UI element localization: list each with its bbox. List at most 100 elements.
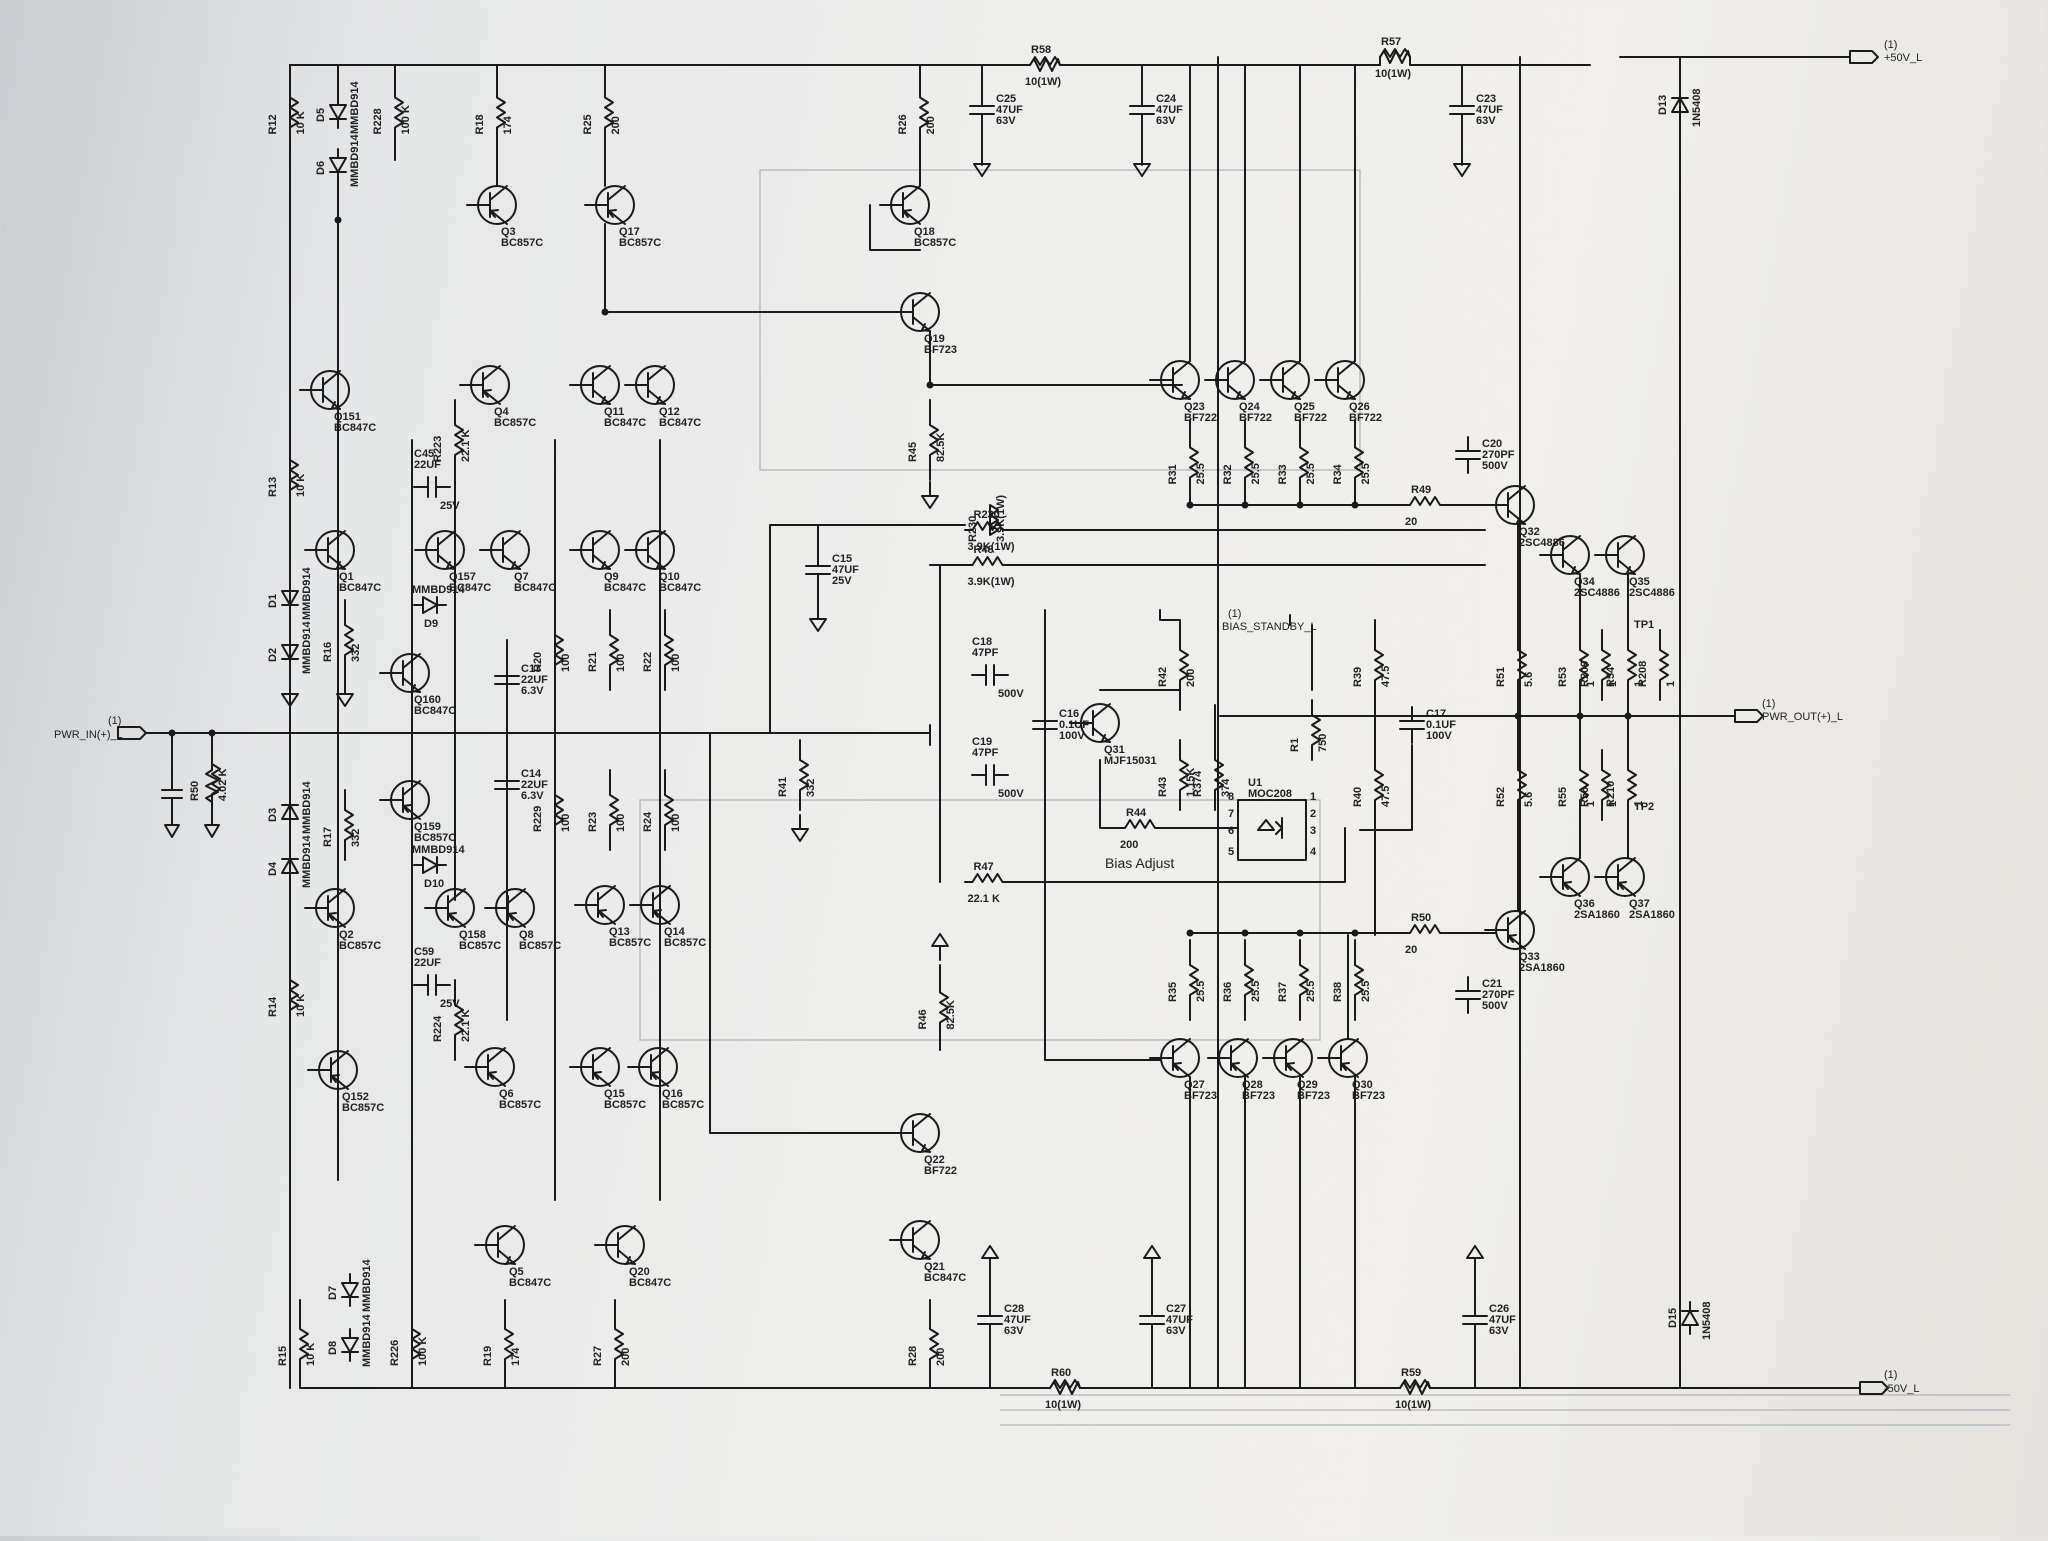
- resistor-value: 200: [610, 116, 622, 134]
- resistor-ref: R55: [1557, 787, 1569, 807]
- resistor-value: 100: [560, 814, 572, 832]
- resistor-ref: R374: [1192, 770, 1204, 797]
- rail-positive: [289, 50, 1879, 72]
- capacitor-voltage: 25V: [440, 500, 460, 512]
- resistor-ref: R27: [592, 1346, 604, 1366]
- resistor-value: 1: [1633, 801, 1645, 807]
- resistor-ref: R33: [1277, 464, 1289, 484]
- transistor-part: BF723: [1352, 1090, 1385, 1102]
- capacitor-voltage: 500V: [1482, 460, 1508, 472]
- resistor-value: 10 K: [295, 474, 307, 497]
- resistor-value: 3.9K(1W): [968, 541, 1015, 553]
- diode-ref: D4: [267, 861, 279, 876]
- resistor-value: 174: [510, 1347, 522, 1366]
- resistor-value: 47.5: [1380, 786, 1392, 807]
- diode-part: MMBD914: [301, 621, 313, 674]
- transistor-part: 2SC4886: [1519, 537, 1565, 549]
- transistor-ref: Q3: [501, 226, 516, 238]
- diode-part: MMBD914: [301, 835, 313, 888]
- resistor-r16: R16 332: [322, 599, 362, 681]
- transistor-part: 2SA1860: [1629, 909, 1675, 921]
- capacitor-ref: C25: [996, 93, 1016, 105]
- resistor-value: 100: [670, 814, 682, 832]
- capacitor-voltage: 100V: [1059, 730, 1085, 742]
- resistor-ref: R16: [322, 642, 334, 662]
- resistor-value: 332: [350, 644, 362, 662]
- resistor-value: 25.5: [1360, 981, 1372, 1002]
- u1-pin-8: 8: [1228, 791, 1234, 803]
- resistor-ref: R230: [974, 509, 1000, 521]
- capacitor-ref: C59: [414, 946, 434, 958]
- capacitor-value: 270PF: [1482, 449, 1515, 461]
- resistor-r17: R17 332: [322, 789, 362, 861]
- resistor-ref: R223: [432, 436, 444, 462]
- capacitor-value: 47UF: [1489, 1314, 1516, 1326]
- resistor-value: 332: [805, 779, 817, 797]
- capacitor-voltage: 500V: [998, 688, 1024, 700]
- resistor-ref: R17: [322, 827, 334, 847]
- diode-ref: D1: [267, 594, 279, 608]
- capacitor-voltage: 63V: [1489, 1325, 1509, 1337]
- resistor-value: 1: [1633, 681, 1645, 687]
- resistor-ref: R59: [1401, 1367, 1421, 1379]
- transistor-part: BC847C: [449, 582, 491, 594]
- transistor-ref: Q13: [609, 926, 630, 938]
- diode-ref: D8: [327, 1341, 339, 1355]
- diode-part: 1N5408: [1701, 1301, 1713, 1340]
- transistor-ref: Q4: [494, 406, 510, 418]
- transistor-part: BC857C: [664, 937, 706, 949]
- resistor-value: 1: [1585, 801, 1597, 807]
- capacitor-ref: C28: [1004, 1303, 1024, 1315]
- resistor-value: 100: [670, 654, 682, 672]
- resistor-ref: R14: [267, 996, 279, 1017]
- capacitor-voltage: 25V: [832, 575, 852, 587]
- resistor-ref: R35: [1167, 982, 1179, 1002]
- resistor-value: 332: [350, 829, 362, 847]
- input-stage: [117, 724, 931, 838]
- diode-ref: D7: [327, 1286, 339, 1300]
- diode-part: MMBD914: [301, 781, 313, 834]
- capacitor-value: 270PF: [1482, 989, 1515, 1001]
- resistor-ref: R1: [1289, 738, 1301, 752]
- transistor-ref: Q18: [914, 226, 935, 238]
- resistor-value: 22.1 K: [968, 893, 1000, 905]
- resistor-ref: R24: [642, 811, 654, 832]
- resistor-value: 10(1W): [1375, 68, 1411, 80]
- resistor-ref: R15: [277, 1346, 289, 1366]
- transistor-ref: Q25: [1294, 401, 1315, 413]
- resistor-value: 25.5: [1195, 463, 1207, 484]
- transistor-ref: Q35: [1629, 576, 1650, 588]
- diode-part: 1N5408: [1691, 88, 1703, 127]
- transistor-ref: Q21: [924, 1261, 945, 1273]
- net-input-label: PWR_IN(+)_L: [54, 729, 123, 741]
- transistor-ref: Q12: [659, 406, 680, 418]
- capacitor-voltage: 25V: [440, 998, 460, 1010]
- transistor-ref: Q32: [1519, 526, 1540, 538]
- diode-ref: D9: [424, 618, 438, 630]
